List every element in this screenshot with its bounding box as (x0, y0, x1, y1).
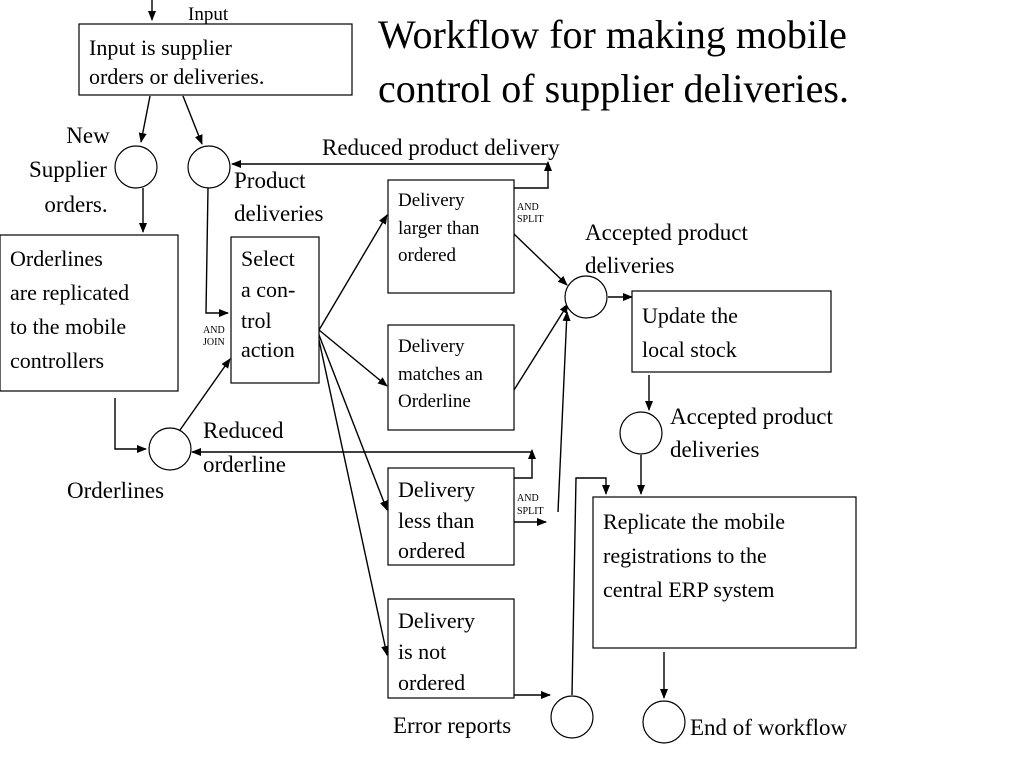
label-end-of-workflow: End of workflow (690, 715, 848, 740)
edge-select-to-less (318, 334, 388, 511)
title-line-2: control of supplier deliveries. (378, 66, 849, 111)
edge-less-to-accepted (557, 311, 571, 513)
box-not-ordered-line-3: ordered (398, 670, 465, 695)
box-not-ordered-line-2: is not (398, 639, 446, 664)
label-accepted-2-line-2: deliveries (670, 437, 759, 462)
edge-less-split-up (514, 449, 536, 479)
label-and-join-2: JOIN (203, 337, 225, 348)
node-accepted-product-deliveries-2 (619, 411, 663, 455)
label-orderlines: Orderlines (67, 478, 164, 503)
label-product-deliveries-1: Product (234, 168, 306, 193)
box-orderlines-line-4: controllers (10, 348, 104, 373)
box-delivery-not-ordered: Delivery is not ordered (387, 598, 515, 699)
box-matches-line-3: Orderline (398, 391, 471, 412)
box-orderlines-line-3: to the mobile (10, 314, 126, 339)
title-line-1: Workflow for making mobile (378, 12, 847, 57)
label-reduced-orderline-1: Reduced (203, 418, 284, 443)
edge-error-to-replicate (571, 477, 610, 696)
box-select-line-2: a con- (241, 277, 295, 302)
node-orderlines (148, 427, 192, 471)
node-error-reports (550, 695, 594, 739)
node-product-deliveries (187, 145, 231, 189)
box-not-ordered-line-1: Delivery (398, 608, 475, 633)
label-new-supplier-1: New (66, 123, 110, 148)
edges (114, 0, 668, 699)
edge-select-to-larger (318, 214, 388, 331)
label-accepted-2-line-1: Accepted product (670, 404, 833, 429)
box-input-line-1: Input is supplier (89, 35, 233, 60)
edge-matches-to-accepted (513, 303, 569, 391)
label-error-reports: Error reports (393, 713, 511, 738)
edge-orderlines-circle-to-select (179, 358, 231, 431)
label-and-split-2-b: SPLIT (517, 506, 544, 517)
box-larger-line-1: Delivery (398, 190, 465, 211)
box-delivery-less: Delivery less than ordered (387, 467, 515, 566)
box-orderlines-replicated: Orderlines are replicated to the mobile … (0, 234, 179, 392)
node-accepted-product-deliveries-1 (564, 275, 608, 319)
label-reduced-product-delivery: Reduced product delivery (322, 135, 560, 160)
box-input: Input is supplier orders or deliveries. (78, 23, 353, 96)
edge-select-to-not-ordered (318, 339, 390, 656)
label-and-split-1-b: SPLIT (517, 214, 544, 225)
box-replicate-line-1: Replicate the mobile (603, 509, 785, 534)
box-replicate-line-2: registrations to the (603, 543, 767, 568)
box-replicate-erp: Replicate the mobile registrations to th… (592, 496, 857, 649)
box-update-line-1: Update the (642, 303, 738, 328)
box-matches-line-1: Delivery (398, 336, 465, 357)
label-input: Input (188, 4, 229, 25)
label-and-join-1: AND (203, 325, 225, 336)
label-reduced-orderline-2: orderline (203, 452, 286, 477)
box-less-line-3: ordered (398, 538, 465, 563)
box-update-local-stock: Update the local stock (631, 290, 832, 373)
edge-larger-to-accepted (513, 233, 568, 286)
edge-product-deliveries-to-select (205, 187, 229, 317)
edge-larger-split-up (514, 161, 552, 189)
box-larger-line-3: ordered (398, 245, 457, 266)
edge-input-to-new-supplier (138, 95, 151, 143)
box-less-line-1: Delivery (398, 477, 475, 502)
label-and-split-2-a: AND (517, 493, 539, 504)
box-select-line-3: trol (241, 308, 272, 333)
box-matches-line-2: matches an (398, 364, 483, 385)
box-orderlines-line-2: are replicated (10, 280, 129, 305)
box-select-line-1: Select (241, 246, 295, 271)
node-new-supplier-orders (114, 145, 158, 189)
edge-input-to-product-deliveries (182, 95, 203, 145)
label-product-deliveries-2: deliveries (234, 201, 323, 226)
box-replicate-line-3: central ERP system (603, 577, 775, 602)
box-select-line-4: action (241, 337, 295, 362)
box-larger-line-2: larger than (398, 218, 480, 239)
edge-select-to-matches (318, 329, 388, 387)
box-less-line-2: less than (398, 508, 474, 533)
box-delivery-matches: Delivery matches an Orderline (387, 324, 515, 431)
node-end-of-workflow (642, 700, 686, 744)
label-new-supplier-3: orders. (44, 192, 107, 217)
label-accepted-1-line-2: deliveries (585, 253, 674, 278)
label-and-split-1-a: AND (517, 202, 539, 213)
box-orderlines-line-1: Orderlines (10, 246, 103, 271)
box-update-line-2: local stock (642, 337, 737, 362)
box-select-control-action: Select a con- trol action (230, 236, 320, 384)
label-new-supplier-2: Supplier (29, 157, 107, 182)
edge-orderlines-box-to-circle (114, 398, 147, 453)
box-delivery-larger: Delivery larger than ordered (387, 179, 515, 294)
label-accepted-1-line-1: Accepted product (585, 220, 748, 245)
box-input-line-2: orders or deliveries. (89, 64, 264, 89)
